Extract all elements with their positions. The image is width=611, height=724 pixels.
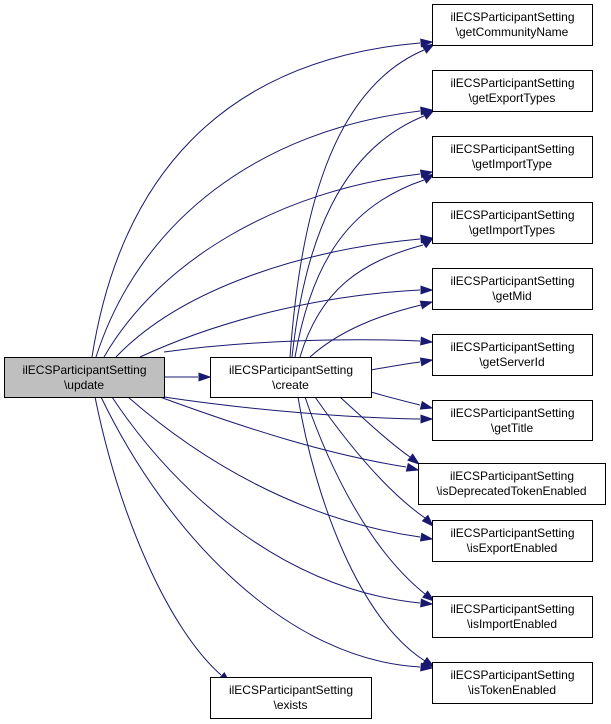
node-label-line1: ilECSParticipantSetting xyxy=(450,208,574,222)
node-getMid[interactable]: ilECSParticipantSetting\getMid xyxy=(432,268,593,310)
edge-update-to-isImportEnabled xyxy=(111,396,434,608)
node-getTitle[interactable]: ilECSParticipantSetting\getTitle xyxy=(432,400,593,441)
node-label-line2: \isDeprecatedTokenEnabled xyxy=(436,484,586,498)
edge-create-to-isTokenEnabled xyxy=(297,396,436,668)
edge-create-to-getExportTypes xyxy=(291,109,436,358)
edges-layer xyxy=(91,38,436,685)
node-label-line1: ilECSParticipantSetting xyxy=(450,76,574,90)
edge-create-to-isDeprecatedTokenEnabled xyxy=(339,396,421,465)
edge-create-to-getImportType xyxy=(294,173,436,358)
node-label-line2: \create xyxy=(272,378,309,392)
node-label-line1: ilECSParticipantSetting xyxy=(450,406,574,420)
node-label-line2: \isImportEnabled xyxy=(467,617,557,631)
edge-update-to-getCommunityName xyxy=(91,38,434,358)
node-getServerId[interactable]: ilECSParticipantSetting\getServerId xyxy=(432,334,593,376)
node-label-line1: ilECSParticipantSetting xyxy=(450,10,574,24)
node-label-line1: ilECSParticipantSetting xyxy=(450,142,574,156)
node-label-line1: ilECSParticipantSetting xyxy=(450,526,574,540)
edge-create-to-getServerId xyxy=(370,357,434,371)
node-getCommunityName[interactable]: ilECSParticipantSetting\getCommunityName xyxy=(432,4,593,46)
node-label-line2: \getTitle xyxy=(491,421,534,435)
edge-update-to-getImportType xyxy=(103,169,434,358)
edge-create-to-getImportTypes xyxy=(299,237,435,358)
edge-create-to-getMid xyxy=(309,300,434,358)
node-label-line1: ilECSParticipantSetting xyxy=(229,363,353,377)
node-update[interactable]: ilECSParticipantSetting\update xyxy=(4,357,165,398)
edge-update-to-getImportTypes xyxy=(115,234,434,358)
edge-create-to-isExportEnabled xyxy=(314,396,435,528)
node-label-line2: \getCommunityName xyxy=(456,25,569,39)
node-label-line2: \getServerId xyxy=(479,355,544,369)
edge-update-to-getMid xyxy=(139,285,434,358)
node-label-line2: \getImportTypes xyxy=(469,223,555,237)
edge-update-to-isExportEnabled xyxy=(127,396,434,542)
node-label-line1: ilECSParticipantSetting xyxy=(450,668,574,682)
node-exists[interactable]: ilECSParticipantSetting\exists xyxy=(210,677,372,719)
edge-create-to-getCommunityName xyxy=(289,43,436,358)
node-create[interactable]: ilECSParticipantSetting\create xyxy=(210,357,372,398)
edge-update-to-isDeprecatedTokenEnabled xyxy=(159,396,420,472)
edge-create-to-isImportEnabled xyxy=(304,396,436,602)
node-label-line1: ilECSParticipantSetting xyxy=(450,340,574,354)
node-label-line2: \getMid xyxy=(492,289,531,303)
node-label-line2: \update xyxy=(64,378,104,392)
edge-update-to-create xyxy=(164,372,212,382)
node-isImportEnabled[interactable]: ilECSParticipantSetting\isImportEnabled xyxy=(432,596,593,638)
node-label-line1: ilECSParticipantSetting xyxy=(22,363,146,377)
node-getImportType[interactable]: ilECSParticipantSetting\getImportType xyxy=(432,136,593,178)
node-label-line2: \getExportTypes xyxy=(469,91,556,105)
node-isDeprecatedTokenEnabled[interactable]: ilECSParticipantSetting\isDeprecatedToke… xyxy=(418,463,606,505)
node-isExportEnabled[interactable]: ilECSParticipantSetting\isExportEnabled xyxy=(432,520,593,562)
node-label-line1: ilECSParticipantSetting xyxy=(450,602,574,616)
node-label-line2: \getImportType xyxy=(472,157,552,171)
node-label-line2: \isExportEnabled xyxy=(467,541,558,555)
node-isTokenEnabled[interactable]: ilECSParticipantSetting\isTokenEnabled xyxy=(432,662,593,704)
edge-update-to-exists xyxy=(94,396,232,685)
node-getImportTypes[interactable]: ilECSParticipantSetting\getImportTypes xyxy=(432,202,593,244)
edge-update-to-getExportTypes xyxy=(95,106,434,358)
node-getExportTypes[interactable]: ilECSParticipantSetting\getExportTypes xyxy=(432,70,593,112)
edge-update-to-isTokenEnabled xyxy=(100,396,434,672)
edge-create-to-getTitle xyxy=(370,391,434,410)
node-label-line1: ilECSParticipantSetting xyxy=(450,469,574,483)
edge-update-to-getTitle xyxy=(163,396,434,424)
node-label-line2: \isTokenEnabled xyxy=(468,683,556,697)
node-label-line1: ilECSParticipantSetting xyxy=(450,274,574,288)
nodes-layer: ilECSParticipantSetting\updateilECSParti… xyxy=(4,4,606,719)
node-label-line1: ilECSParticipantSetting xyxy=(229,683,353,697)
node-label-line2: \exists xyxy=(273,698,307,712)
